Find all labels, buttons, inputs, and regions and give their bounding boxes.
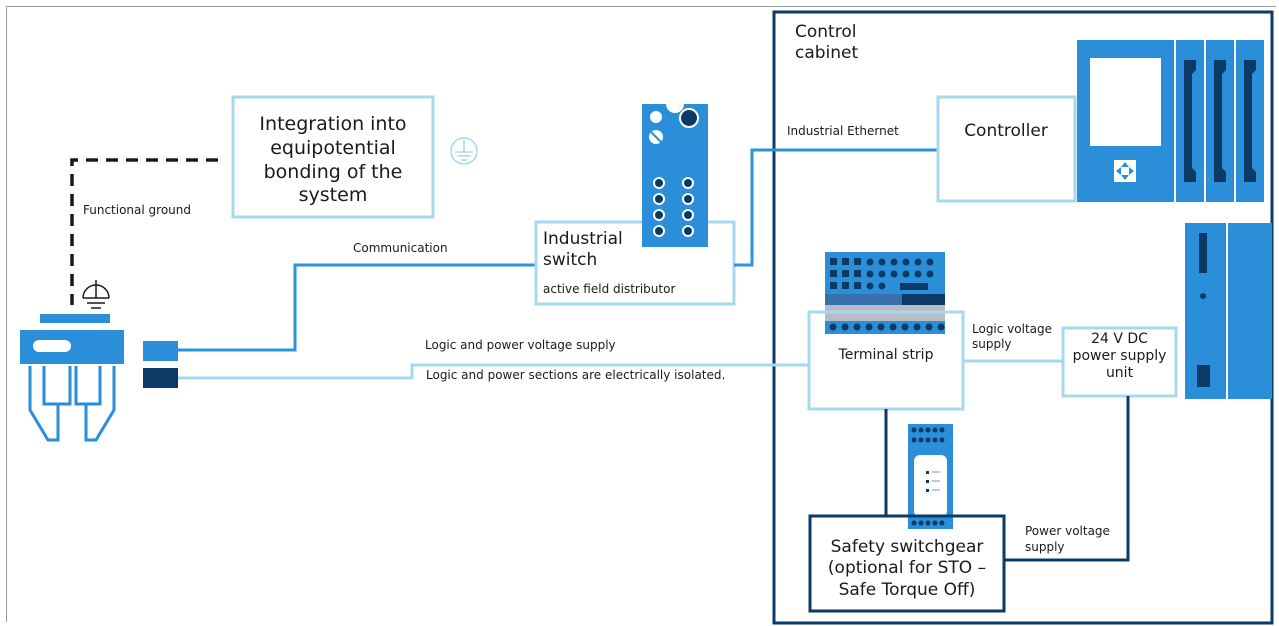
controller-label: Controller	[964, 121, 1048, 141]
industrial-switch-label: Industrial switch	[543, 229, 623, 271]
communication-cable	[178, 263, 536, 352]
functional-ground-line	[70, 158, 218, 305]
communication-connector	[143, 341, 178, 361]
terminal-block-icon	[825, 252, 945, 334]
control-cabinet-label: Control cabinet	[795, 22, 859, 64]
field-distributor-icon	[642, 104, 708, 247]
terminal-strip-label: Terminal strip	[838, 347, 934, 363]
industrial-ethernet-cable	[734, 148, 938, 267]
gripper-icon	[20, 314, 124, 442]
communication-label: Communication	[353, 241, 448, 255]
plc-icon	[1077, 40, 1264, 202]
integration-label: Integration into equipotential bonding o…	[259, 113, 407, 207]
power-voltage-supply-label: Power voltage supply	[1025, 524, 1110, 554]
psu-label: 24 V DC power supply unit	[1072, 331, 1167, 381]
power-connector	[143, 368, 178, 388]
drive-icon	[1185, 223, 1272, 399]
psu-box	[1061, 326, 1178, 398]
active-field-distributor-label: active field distributor	[543, 282, 676, 296]
isolated-note-label: Logic and power sections are electricall…	[426, 368, 726, 382]
protective-earth-icon	[450, 137, 478, 165]
ground-icon	[82, 280, 110, 309]
power-supply-cable	[178, 363, 809, 380]
safety-switchgear-box	[808, 514, 1006, 613]
integration-box	[231, 95, 435, 219]
safety-switchgear-label: Safety switchgear (optional for STO – Sa…	[827, 537, 987, 600]
industrial-switch-box	[534, 220, 736, 306]
logic-power-supply-label: Logic and power voltage supply	[425, 338, 616, 352]
functional-ground-label: Functional ground	[83, 203, 191, 217]
controller-box	[936, 95, 1077, 203]
diagram-frame	[6, 6, 1276, 622]
power-voltage-line	[1004, 396, 1130, 562]
safety-relay-icon	[908, 424, 953, 529]
logic-voltage-supply-label: Logic voltage supply	[972, 322, 1053, 351]
industrial-ethernet-label: Industrial Ethernet	[787, 124, 899, 138]
